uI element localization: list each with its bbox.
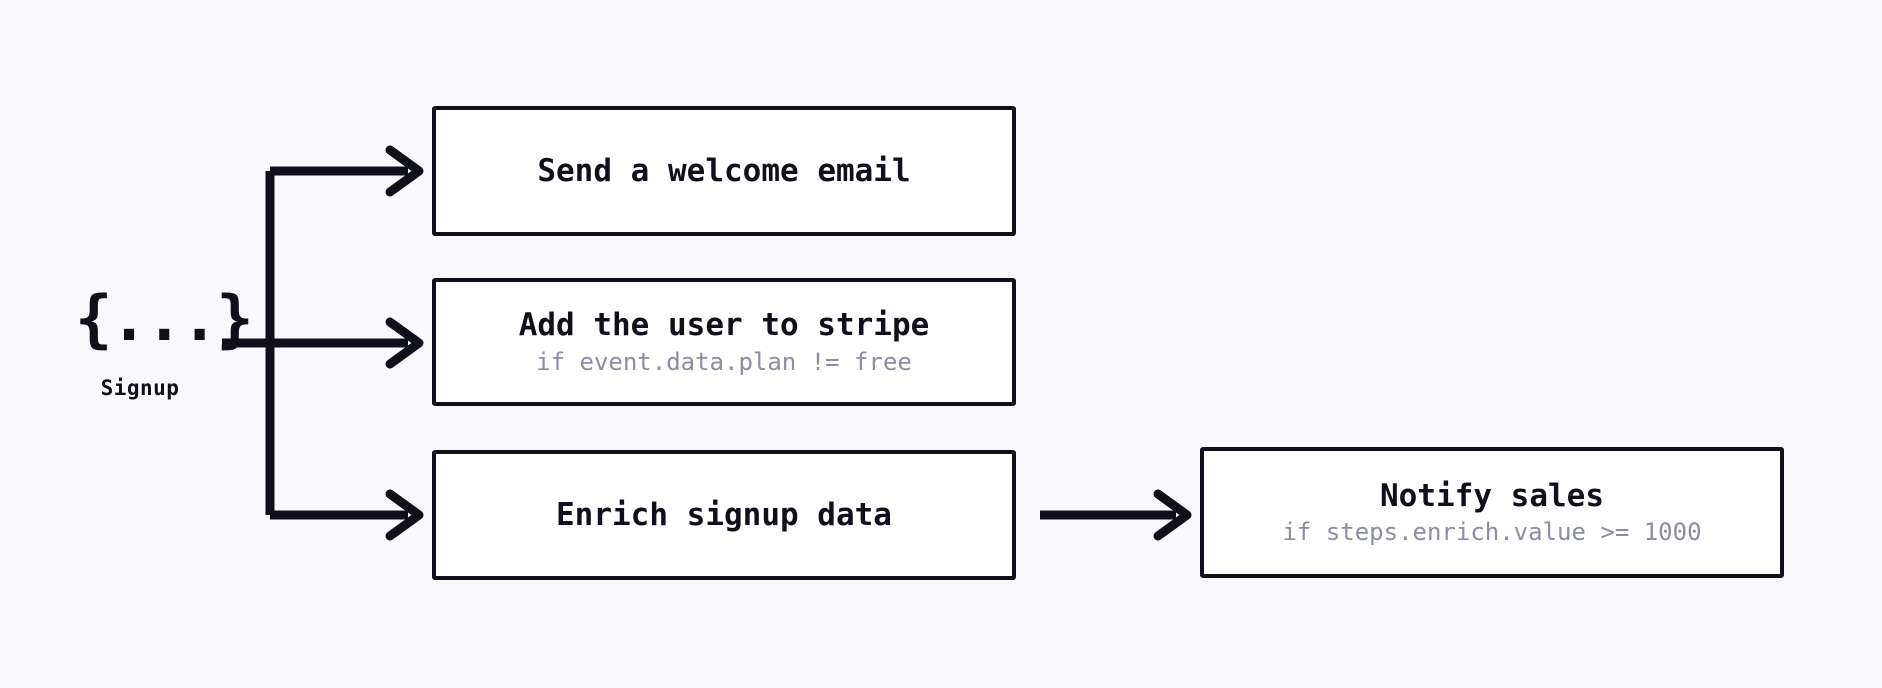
json-braces-icon: {...} xyxy=(75,282,254,355)
step-node-stripe[interactable]: Add the user to stripe if event.data.pla… xyxy=(432,278,1016,406)
trigger-node-signup[interactable]: {...} Signup xyxy=(75,282,254,401)
arrowhead-welcome xyxy=(385,145,424,197)
step-condition: if event.data.plan != free xyxy=(536,347,912,376)
step-title: Notify sales xyxy=(1380,477,1604,514)
step-node-notify[interactable]: Notify sales if steps.enrich.value >= 10… xyxy=(1200,447,1784,578)
step-title: Send a welcome email xyxy=(537,152,911,189)
step-title: Add the user to stripe xyxy=(518,307,930,344)
arrowhead-notify xyxy=(1153,489,1192,541)
step-title: Enrich signup data xyxy=(556,496,892,533)
step-condition: if steps.enrich.value >= 1000 xyxy=(1282,518,1702,547)
arrowhead-stripe xyxy=(385,317,424,369)
trigger-label: Signup xyxy=(100,376,180,400)
arrowhead-enrich xyxy=(385,489,424,541)
step-node-enrich[interactable]: Enrich signup data xyxy=(432,450,1016,580)
step-node-welcome[interactable]: Send a welcome email xyxy=(432,106,1016,236)
